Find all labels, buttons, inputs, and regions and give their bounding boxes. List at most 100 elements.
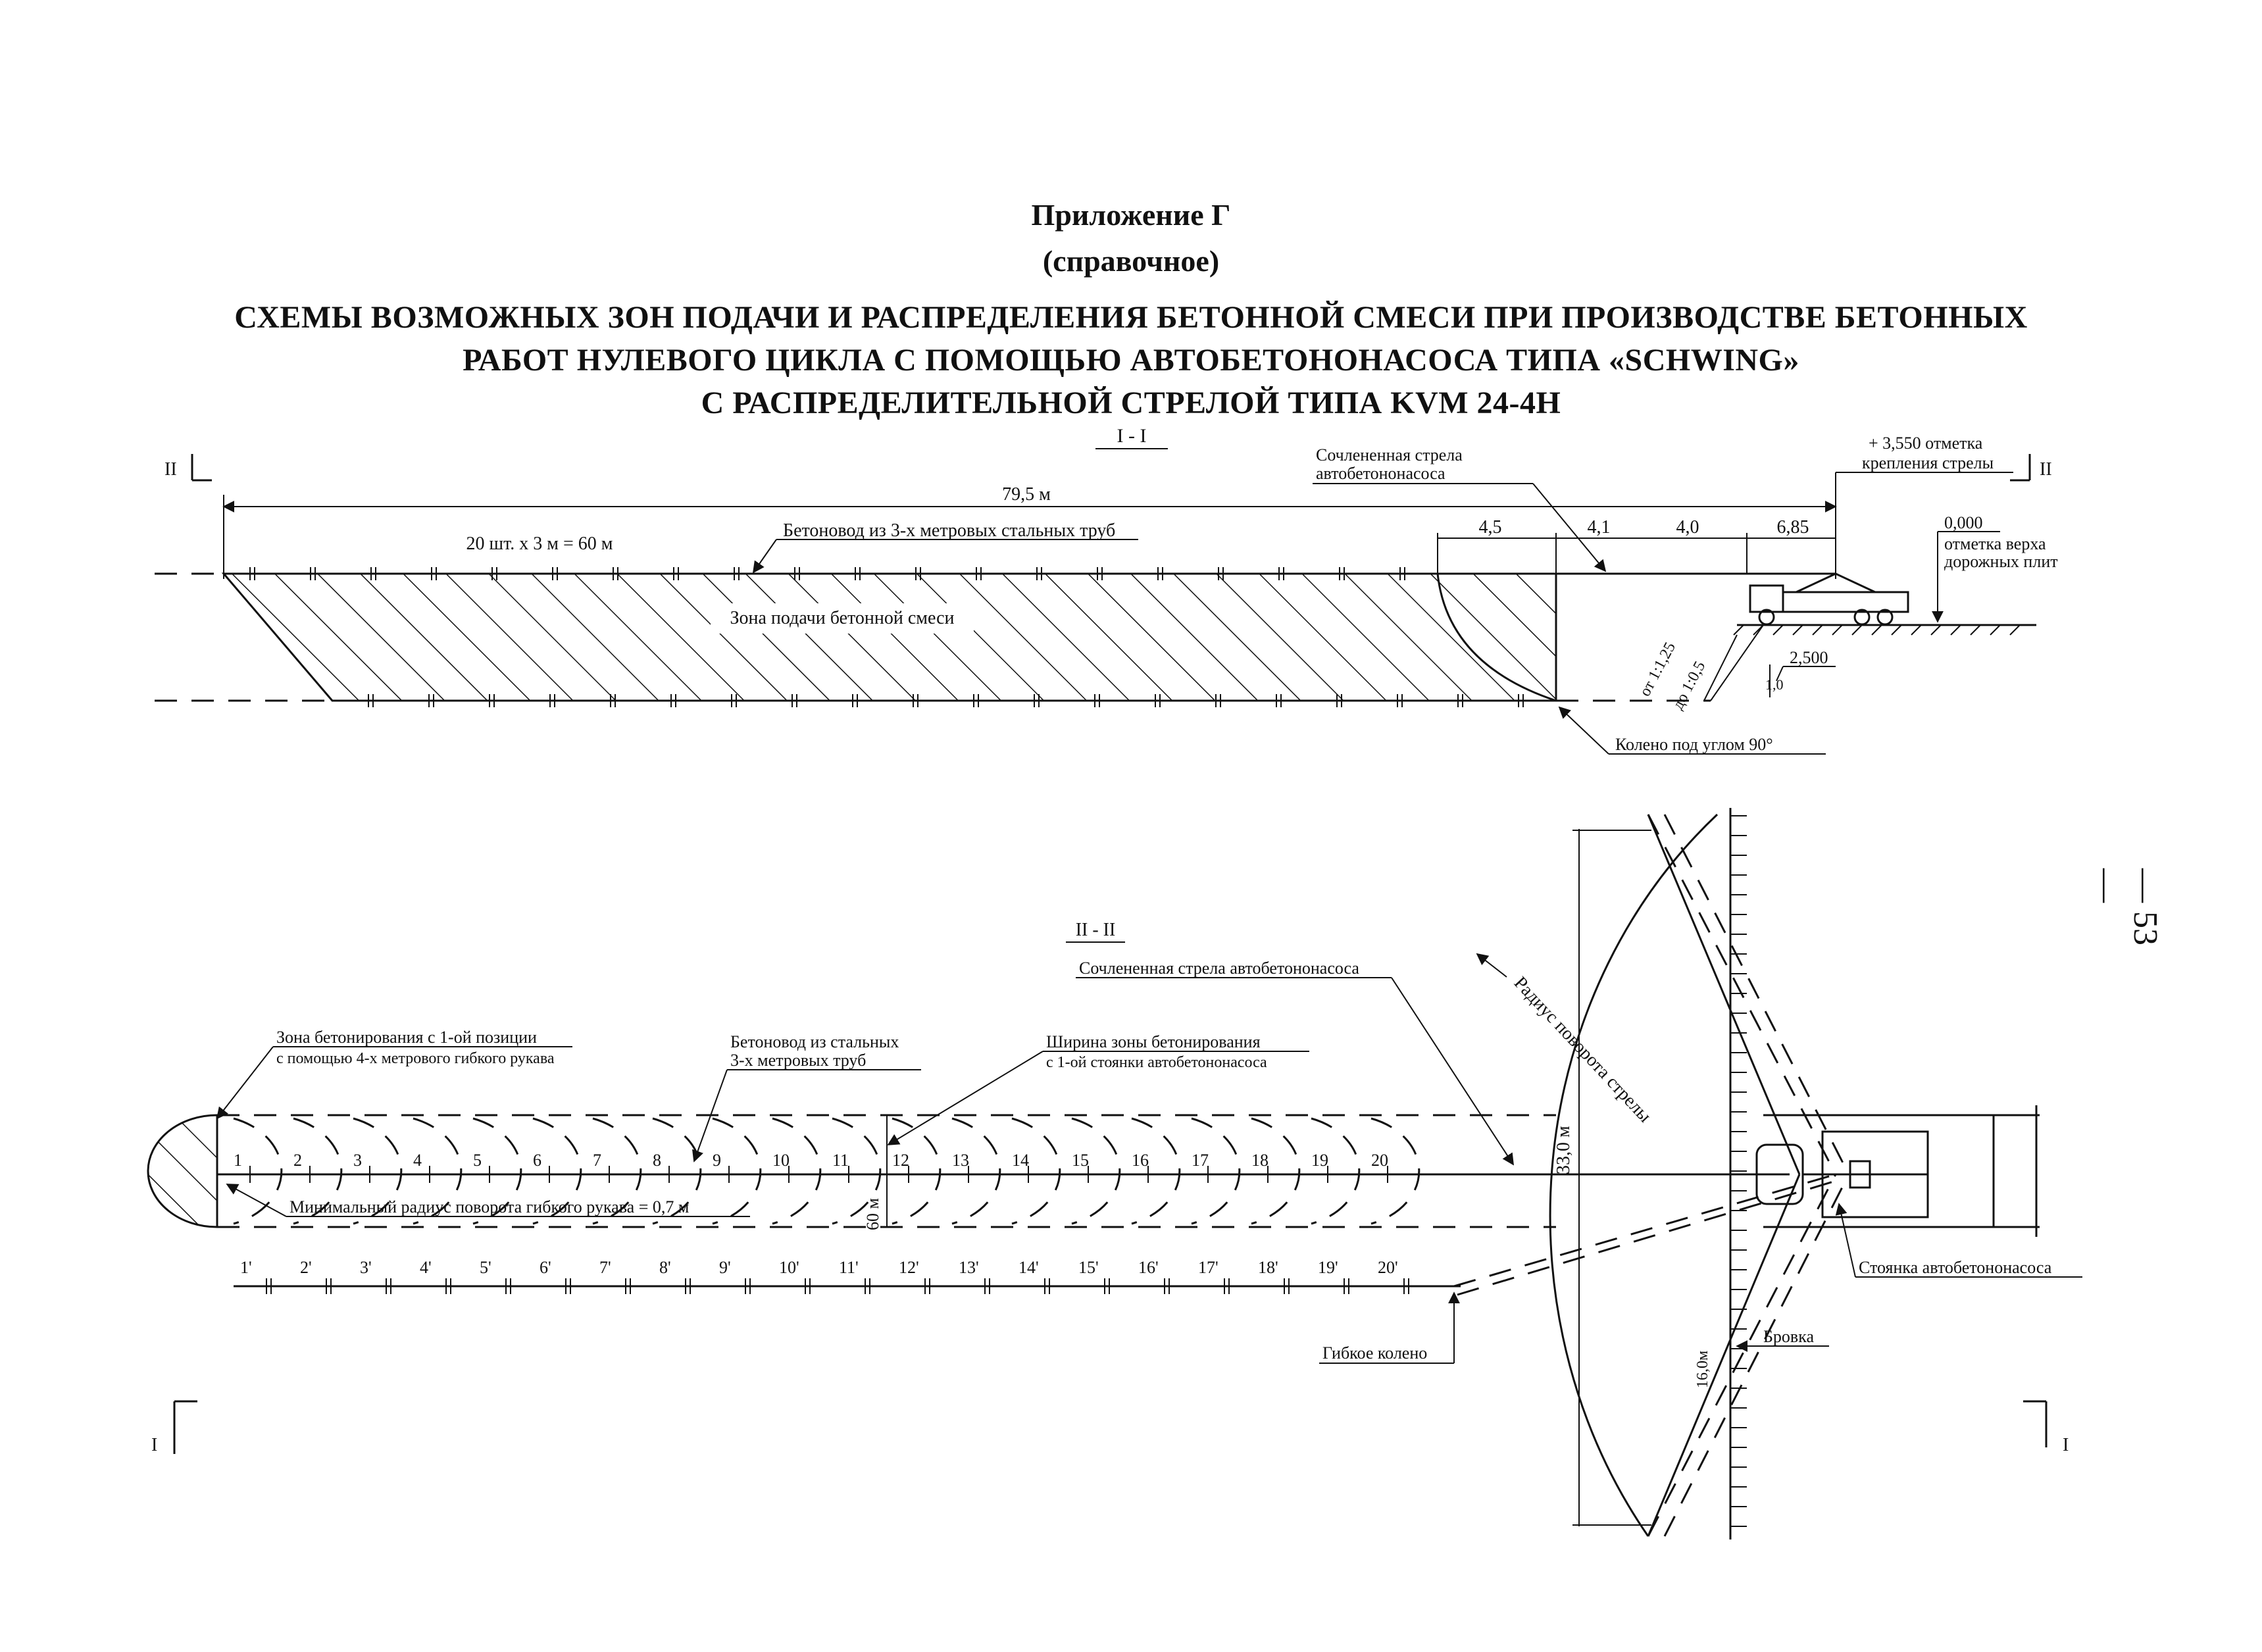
pipeline-label: Бетоновод из 3-х метровых стальных труб — [783, 520, 1115, 541]
cut-mark-i-right: I — [2063, 1435, 2069, 1455]
ground-tick — [1733, 624, 1744, 636]
boom-dim-1: 4,5 — [1479, 517, 1502, 538]
position-prime-label: 7' — [599, 1258, 611, 1277]
flex-elbow-label: Гибкое колено — [1322, 1343, 1427, 1363]
position-label: 12 — [892, 1151, 909, 1170]
total-length-dimension: 79,5 м — [1002, 484, 1051, 505]
radius-label: Радиус поворота стрелы — [1510, 973, 1655, 1127]
boom-dim-3: 4,0 — [1676, 517, 1699, 538]
hose-arc — [1251, 1117, 1301, 1225]
section-2-view: II - II Сочлененная стрела автобетононас… — [147, 808, 2082, 1539]
position-prime-label: 4' — [420, 1258, 432, 1277]
hose-arc — [592, 1117, 642, 1225]
elbow-label: Колено под углом 90° — [1615, 735, 1773, 754]
hose-arc — [1011, 1117, 1061, 1225]
position-prime-label: 5' — [480, 1258, 491, 1277]
position-label: 13 — [952, 1151, 969, 1170]
hose-arc — [353, 1117, 403, 1225]
concrete-pump-truck-plan — [1755, 1105, 2040, 1237]
zero-desc-1: отметка верха — [1944, 534, 2046, 553]
ground-tick — [1851, 624, 1863, 636]
ground-tick — [2009, 624, 2021, 636]
boom-dim-2: 4,1 — [1588, 517, 1611, 538]
concrete-zone-hatch — [221, 572, 1557, 702]
hose-arc — [1370, 1117, 1420, 1225]
position-prime-label: 9' — [719, 1258, 731, 1277]
position-label: 1 — [234, 1151, 242, 1170]
ground-tick — [1832, 624, 1843, 636]
position-prime-label: 20' — [1378, 1258, 1398, 1277]
ground-tick — [1911, 624, 1922, 636]
position-prime-label: 10' — [779, 1258, 799, 1277]
ground-tick — [1753, 624, 1764, 636]
zone1-label-2: с помощью 4-х метрового гибкого рукава — [276, 1050, 555, 1067]
mount-mark-1: + 3,550 отметка — [1869, 434, 1983, 453]
mount-mark-2: крепления стрелы — [1862, 453, 1994, 472]
edge-hatching — [1730, 815, 1747, 1527]
position-label: 4 — [413, 1151, 422, 1170]
position-prime-label: 6' — [540, 1258, 551, 1277]
hose-arc — [712, 1117, 762, 1225]
title-line-2: РАБОТ НУЛЕВОГО ЦИКЛА С ПОМОЩЬЮ АВТОБЕТОН… — [463, 343, 1799, 378]
concrete-pump-truck-side — [1749, 572, 1909, 626]
cut-mark-i-left: I — [151, 1435, 157, 1455]
zone1-label-1: Зона бетонирования с 1-ой позиции — [276, 1028, 537, 1047]
zero-desc-2: дорожных плит — [1944, 552, 2058, 571]
position-label: 3 — [353, 1151, 362, 1170]
position-prime-label: 16' — [1138, 1258, 1159, 1277]
min-radius-label: Минимальный радиус поворота гибкого рука… — [289, 1197, 689, 1216]
position-label: 20 — [1371, 1151, 1388, 1170]
pipeline-plan-label-2: 3-х метровых труб — [730, 1051, 866, 1070]
hose-arc — [772, 1117, 822, 1225]
hose-arc — [1131, 1117, 1181, 1225]
section-1-view: I - I II II 79,5 м 20 шт. х 3 м = 60 м Б… — [155, 425, 2058, 755]
boom-label-2: автобетононасоса — [1316, 464, 1445, 483]
ground-tick — [1950, 624, 1961, 636]
position-label: 2 — [293, 1151, 302, 1170]
position-prime-label: 15' — [1078, 1258, 1099, 1277]
slope-label-1: от 1:1,25 — [1636, 639, 1679, 699]
dim-16: 16,0м — [1694, 1351, 1711, 1388]
ground-hatching — [1733, 624, 2021, 636]
position-prime-label: 1' — [240, 1258, 252, 1277]
pipe-couplings-top — [249, 567, 1405, 580]
section-2-title: II - II — [1076, 920, 1116, 940]
zero-mark: 0,000 — [1944, 513, 1983, 532]
depth-small: 1,0 — [1765, 676, 1784, 693]
position-prime-label: 8' — [659, 1258, 671, 1277]
boom-label-1: Сочлененная стрела — [1316, 445, 1463, 464]
position-label: 5 — [473, 1151, 482, 1170]
position-label: 18 — [1251, 1151, 1269, 1170]
depth-mark: 2,500 — [1790, 648, 1828, 667]
zone-label: Зона подачи бетонной смеси — [730, 608, 954, 628]
zone-1-hatch — [147, 1114, 218, 1228]
flexible-hose-arcs — [233, 1117, 1420, 1225]
position-prime-label: 2' — [300, 1258, 312, 1277]
ground-tick — [1990, 624, 2001, 636]
dim-33: 33,0 м — [1553, 1126, 1574, 1174]
cut-mark-left: II — [164, 459, 177, 480]
position-prime-label: 3' — [360, 1258, 372, 1277]
position-label: 16 — [1132, 1151, 1149, 1170]
ground-tick — [1772, 624, 1784, 636]
position-prime-label: 12' — [899, 1258, 919, 1277]
width-label-2: с 1-ой стоянки автобетононасоса — [1046, 1054, 1267, 1071]
ground-tick — [1871, 624, 1882, 636]
appendix-reference: (справочное) — [1042, 244, 1220, 278]
boom-radius-arc — [1549, 813, 1719, 1537]
slope-label-2: до 1:0,5 — [1669, 659, 1709, 713]
position-label: 7 — [593, 1151, 601, 1170]
position-label: 19 — [1311, 1151, 1328, 1170]
hose-arc — [233, 1117, 283, 1225]
parking-label: Стоянка автобетононасоса — [1859, 1258, 2052, 1277]
hose-arc — [1071, 1117, 1121, 1225]
hose-arc — [472, 1117, 522, 1225]
position-prime-label: 17' — [1198, 1258, 1219, 1277]
position-label: 14 — [1012, 1151, 1029, 1170]
appendix-title: Приложение Г — [1031, 198, 1231, 232]
ground-tick — [1930, 624, 1942, 636]
ground-tick — [1970, 624, 1981, 636]
position-label: 10 — [772, 1151, 790, 1170]
hose-arc — [652, 1117, 702, 1225]
